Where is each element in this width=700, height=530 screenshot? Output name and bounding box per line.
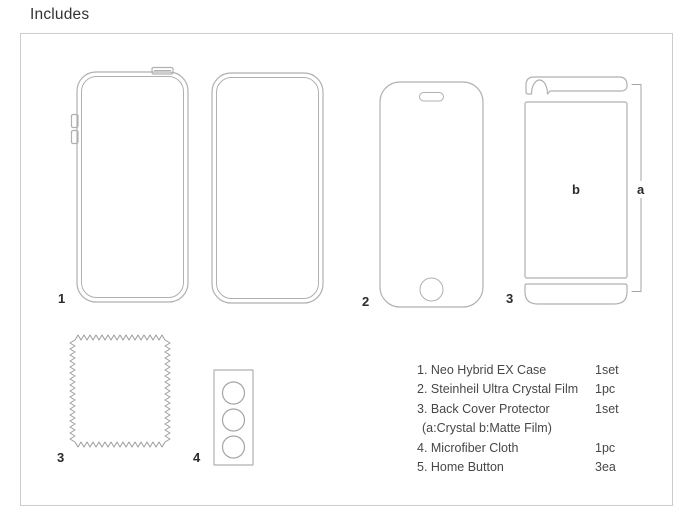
microfiber-cloth bbox=[69, 334, 171, 448]
list-item: 3. Back Cover Protector 1set bbox=[417, 399, 651, 419]
case-frame-front-outer bbox=[76, 71, 189, 303]
cloth-zigzag-outline bbox=[69, 334, 171, 448]
item-name: 1. Neo Hybrid EX Case bbox=[417, 362, 547, 377]
label-cloth-number: 3 bbox=[57, 450, 65, 465]
back-protector-main-panel bbox=[524, 101, 628, 279]
item-name: (a:Crystal b:Matte Film) bbox=[422, 421, 552, 436]
item-qty: 3ea bbox=[595, 460, 616, 475]
back-protector-bottom-strip bbox=[524, 283, 628, 305]
home-button-sheet-outline bbox=[213, 369, 254, 466]
item-qty: 1set bbox=[595, 362, 619, 377]
speaker-cutout bbox=[419, 92, 444, 102]
screen-film-outline bbox=[379, 81, 484, 308]
item-qty: 1set bbox=[595, 401, 619, 416]
volume-button-down bbox=[70, 129, 79, 145]
item-name: 5. Home Button bbox=[417, 460, 504, 475]
case-frame-front bbox=[70, 66, 189, 303]
page-title: Includes bbox=[30, 6, 90, 23]
item-name: 3. Back Cover Protector bbox=[417, 401, 550, 416]
item-qty: 1pc bbox=[595, 440, 616, 455]
case-frame-back-outer bbox=[211, 72, 324, 304]
list-item: 2. Steinheil Ultra Crystal Film 1pc bbox=[417, 380, 651, 400]
label-back-protector-b: b bbox=[572, 182, 580, 197]
label-back-protector-a: a bbox=[636, 181, 646, 198]
label-back-protector-number: 3 bbox=[506, 291, 514, 306]
home-button-1 bbox=[221, 381, 246, 405]
label-case-number: 1 bbox=[58, 291, 66, 306]
list-item: 5. Home Button 3ea bbox=[417, 458, 651, 478]
list-item: 4. Microfiber Cloth 1pc bbox=[417, 438, 651, 458]
case-frame-front-inner bbox=[81, 76, 184, 298]
home-button-2 bbox=[221, 408, 246, 432]
screen-film bbox=[379, 81, 484, 308]
item-name: 2. Steinheil Ultra Crystal Film bbox=[417, 382, 579, 397]
home-button-sheet bbox=[213, 369, 254, 466]
home-button-cutout bbox=[419, 277, 444, 302]
back-cover-protector bbox=[524, 76, 628, 305]
list-item: (a:Crystal b:Matte Film) bbox=[417, 419, 651, 439]
includes-list: 1. Neo Hybrid EX Case 1set 2. Steinheil … bbox=[417, 360, 651, 477]
label-film-number: 2 bbox=[362, 294, 370, 309]
back-protector-top-strip bbox=[525, 76, 628, 95]
item-qty: 1pc bbox=[595, 382, 616, 397]
item-name: 4. Microfiber Cloth bbox=[417, 440, 519, 455]
volume-button-up bbox=[70, 113, 79, 129]
case-frame-back-inner bbox=[216, 77, 319, 299]
case-frame-back bbox=[211, 72, 324, 304]
label-home-buttons-number: 4 bbox=[193, 450, 201, 465]
diagram-frame bbox=[20, 33, 673, 506]
power-button bbox=[151, 66, 174, 75]
list-item: 1. Neo Hybrid EX Case 1set bbox=[417, 360, 651, 380]
home-button-3 bbox=[221, 435, 246, 459]
